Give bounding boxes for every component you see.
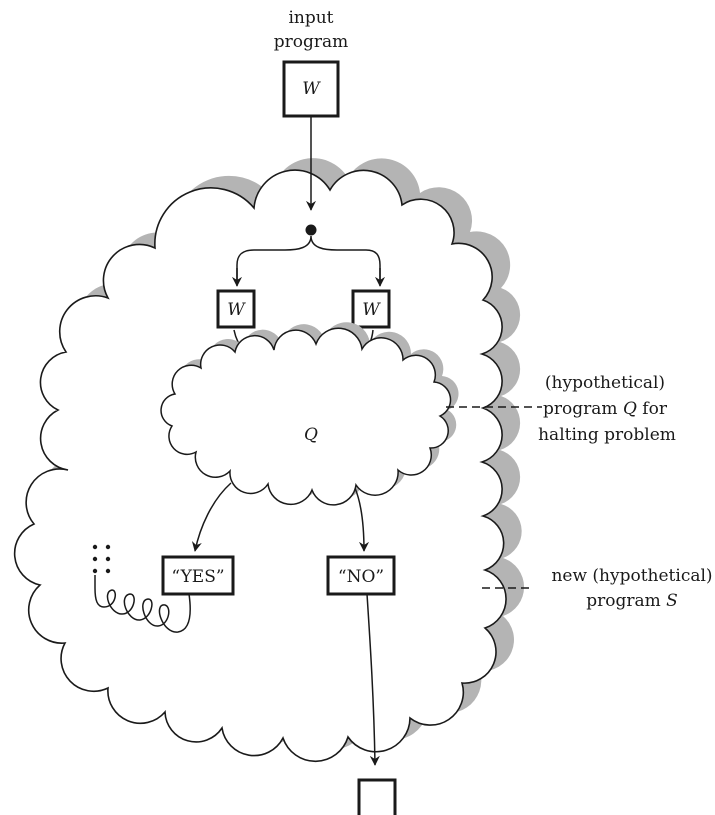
input-label-line1: input <box>288 8 333 28</box>
q-to-yes-arrow <box>191 482 232 552</box>
yes-box-label: “YES” <box>171 567 224 587</box>
input-program-box <box>282 60 340 118</box>
s-annotation-line2-prefix: program <box>586 591 666 611</box>
no-to-output-arrow <box>366 593 380 766</box>
q-annotation-line1: (hypothetical) <box>545 373 665 393</box>
q-annotation-line3: halting problem <box>538 425 676 445</box>
input-label-line2: program <box>274 32 349 52</box>
yes-box <box>161 555 235 596</box>
no-box <box>326 555 396 596</box>
copy-box-left-label: W <box>227 300 246 320</box>
q-to-no-arrow <box>354 487 370 552</box>
split-brace <box>236 235 381 283</box>
copy-box-right-label: W <box>362 300 381 320</box>
copy-box-right <box>351 289 391 329</box>
infinite-loop-dots <box>92 544 111 574</box>
q-annotation-line2-var: Q <box>623 399 637 419</box>
q-annotation-line2: program Q for <box>543 399 668 419</box>
s-annotation-line2-var: S <box>666 591 678 611</box>
program-q-cloud-outline <box>160 327 452 506</box>
no-box-label: “NO” <box>338 567 384 587</box>
program-q-label: Q <box>304 425 318 445</box>
split-point <box>305 224 317 236</box>
q-annotation-line2-suffix: for <box>637 399 668 419</box>
output-box <box>357 778 397 815</box>
s-annotation-line1: new (hypothetical) <box>551 566 712 586</box>
q-annotation-line2-prefix: program <box>543 399 623 419</box>
input-program-label: W <box>302 79 321 99</box>
copy-box-left <box>216 289 256 329</box>
program-q-cloud <box>160 322 459 506</box>
s-annotation-line2: program S <box>586 591 678 611</box>
infinite-loop-coil <box>94 575 191 633</box>
